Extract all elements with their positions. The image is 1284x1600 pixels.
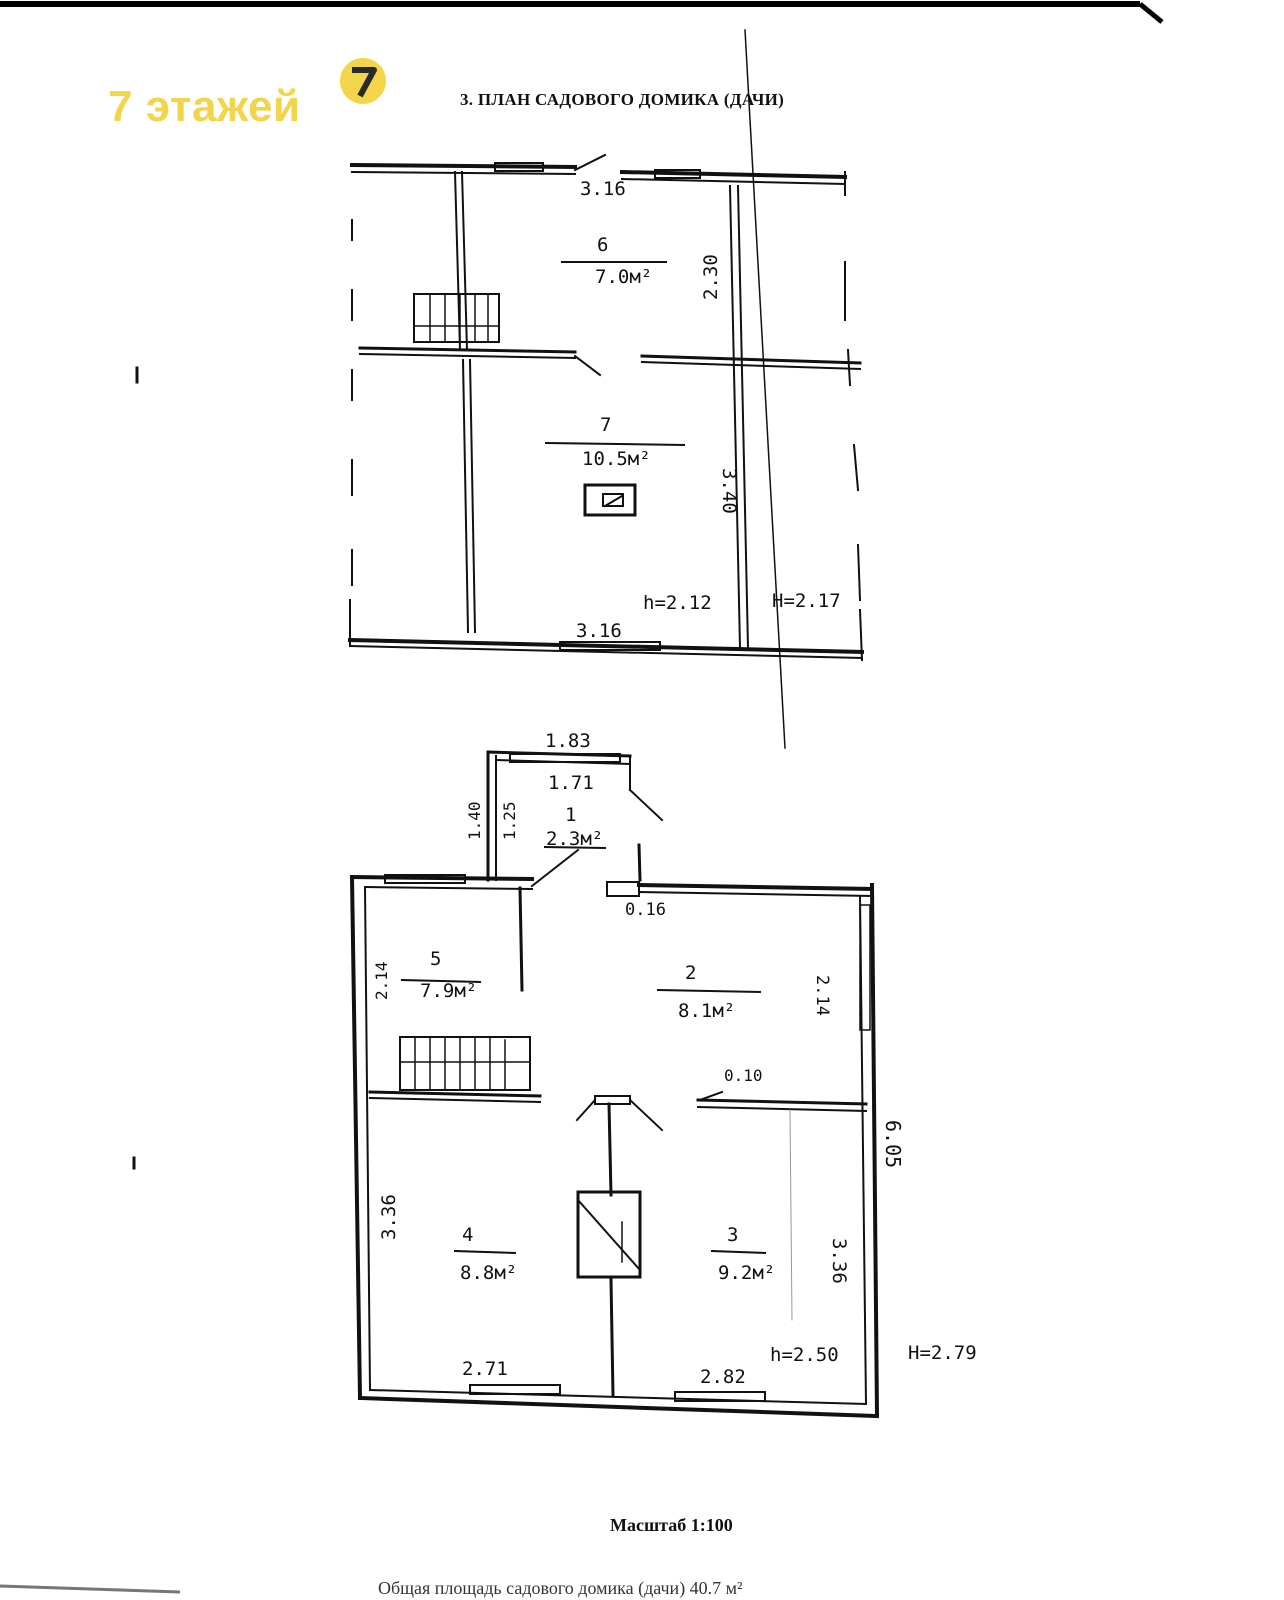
- room-5-number: 5: [430, 948, 442, 970]
- room-7-number: 7: [600, 414, 612, 436]
- room-6-area: 7.0м²: [595, 266, 653, 288]
- room-4-number: 4: [462, 1224, 474, 1246]
- room-2-area: 8.1м²: [678, 1000, 736, 1022]
- wall-thickness-016: 0.16: [625, 900, 666, 920]
- upper-bottom-width: 3.16: [576, 620, 622, 642]
- room-3-area: 9.2м²: [718, 1262, 776, 1284]
- ground-inner-height: h=2.50: [770, 1344, 839, 1366]
- room-3-depth: 3.36: [828, 1238, 850, 1284]
- upper-outer-height: H=2.17: [772, 590, 841, 612]
- porch-outer-depth: 1.40: [465, 801, 484, 840]
- room-3-width: 2.82: [700, 1366, 746, 1388]
- room-4-depth: 3.36: [378, 1194, 400, 1240]
- room-1-area: 2.3м²: [546, 828, 604, 850]
- room-3-number: 3: [727, 1224, 739, 1246]
- room-2-depth: 2.14: [812, 975, 832, 1016]
- total-area-footer: Общая площадь садового домика (дачи) 40.…: [378, 1578, 743, 1598]
- room-1-number: 1: [565, 804, 577, 826]
- ground-outer-height: H=2.79: [908, 1342, 977, 1364]
- porch-outer-width: 1.83: [545, 730, 591, 752]
- room-4-area: 8.8м²: [460, 1262, 518, 1284]
- total-depth: 6.05: [881, 1120, 905, 1169]
- room-5-depth: 2.14: [372, 961, 391, 1000]
- porch-inner-depth: 1.25: [500, 801, 519, 840]
- upper-top-width: 3.16: [580, 178, 626, 200]
- logo-badge-icon: [340, 58, 386, 104]
- room-4-width: 2.71: [462, 1358, 508, 1380]
- upper-inner-height: h=2.12: [643, 592, 712, 614]
- plan-title: 3. ПЛАН САДОВОГО ДОМИКА (ДАЧИ): [460, 90, 785, 109]
- porch-inner-width: 1.71: [548, 772, 594, 794]
- wall-thickness-010: 0.10: [724, 1066, 763, 1085]
- room-5-area: 7.9м²: [420, 980, 478, 1002]
- scale-label: Масштаб 1:100: [610, 1515, 733, 1535]
- room-7-area: 10.5м²: [582, 448, 651, 470]
- logo-text: 7 этажей: [108, 82, 301, 131]
- room-6-number: 6: [597, 234, 609, 256]
- room-6-depth: 2.30: [700, 254, 722, 300]
- room-2-number: 2: [685, 962, 697, 984]
- room-7-depth: 3.40: [718, 468, 740, 514]
